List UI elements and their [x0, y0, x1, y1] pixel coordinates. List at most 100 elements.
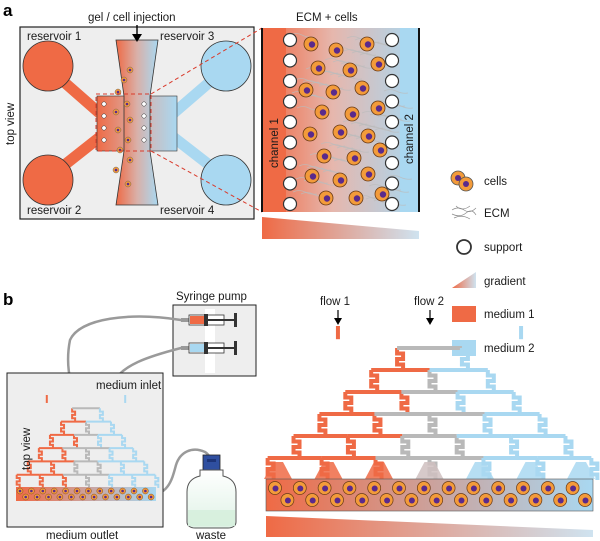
small-chamber-cell-nucleus: [81, 495, 84, 499]
cell-nucleus: [365, 133, 373, 140]
small-chamber-cell-nucleus: [64, 489, 67, 493]
tree-serpentine: [537, 414, 548, 436]
zoom-line-bottom: [150, 150, 263, 213]
support-post-left: [282, 114, 298, 130]
reservoir-4-label: reservoir 4: [160, 205, 215, 217]
chamber-cell-nucleus: [334, 497, 341, 504]
support-post-right: [384, 94, 400, 109]
cell-nucleus: [307, 131, 315, 138]
tree-serpentine: [459, 348, 470, 370]
tree-serpentine: [399, 392, 410, 414]
cell-nucleus: [330, 89, 338, 96]
support-post-left: [282, 53, 298, 68]
chamber-cell-nucleus: [495, 485, 502, 492]
cell-nucleus: [365, 171, 373, 178]
tree-serpentine: [37, 448, 43, 462]
support-post-right: [384, 176, 400, 191]
cell-nucleus: [351, 155, 359, 162]
cell-nucleus: [364, 41, 372, 48]
reservoir-1-label: reservoir 1: [27, 31, 81, 43]
support-post-left: [282, 155, 298, 171]
small-chamber-cell-nucleus: [18, 489, 22, 493]
tree-serpentine: [108, 474, 114, 488]
chip-a: [19, 26, 255, 220]
tree-serpentine: [345, 436, 356, 458]
legend-medium2-label: medium 2: [484, 343, 535, 355]
medium-inlet-label: medium inlet: [96, 380, 162, 392]
legend-cells-label: cells: [484, 176, 507, 188]
chamber-cell-nucleus: [458, 497, 465, 504]
tree-serpentine: [85, 448, 90, 462]
small-chamber-cell-nucleus: [109, 489, 113, 493]
zoomed-chamber: [261, 28, 420, 212]
tree-serpentine: [509, 436, 520, 458]
ecm-fiber: [294, 78, 320, 83]
cell-nucleus: [353, 195, 361, 202]
support-post-left: [282, 94, 298, 109]
chamber-cell-nucleus: [446, 485, 453, 492]
cell-nucleus: [375, 61, 383, 68]
cell-nucleus: [315, 65, 323, 72]
tree-serpentine: [563, 436, 574, 458]
tree-serpentine: [317, 414, 328, 436]
tree-serpentine: [38, 474, 44, 488]
tree-serpentine: [61, 474, 67, 488]
reservoir-3-well: [200, 40, 252, 92]
tree-serpentine: [60, 421, 66, 435]
mini-cell-nucleus: [122, 78, 126, 82]
chamber-cell-nucleus: [557, 497, 564, 504]
flow-arrows: [334, 310, 434, 325]
cell-nucleus: [377, 147, 385, 154]
support-post-left: [282, 135, 298, 150]
tree-serpentine: [98, 408, 104, 422]
chamber-cell-nucleus: [582, 497, 589, 504]
support-post-right: [384, 114, 400, 130]
medium1-swatch: [452, 306, 476, 322]
medium2-swatch: [452, 340, 476, 356]
ecm-icon: [451, 205, 477, 220]
tree-serpentine: [121, 434, 127, 449]
tree-serpentine: [73, 461, 79, 475]
legend-support-label: support: [484, 242, 523, 254]
panel-b-letter: b: [3, 290, 13, 309]
cell-nucleus: [359, 85, 367, 92]
support-post-right: [384, 196, 400, 212]
ecm-fiber: [320, 142, 346, 147]
cell-nucleus: [375, 105, 383, 112]
mini-support-post: [101, 113, 107, 119]
tree-serpentine: [132, 448, 138, 462]
tree-serpentine: [511, 392, 522, 414]
gradient-wedge-a: [262, 217, 419, 239]
mini-cell-nucleus: [128, 68, 132, 72]
legend: cells ECM support gradient medium 1 medi…: [450, 170, 535, 356]
syringe-pump-label: Syringe pump: [176, 291, 247, 303]
support-post-right: [384, 32, 400, 48]
tree-serpentine: [395, 348, 406, 370]
legend-gradient-label: gradient: [484, 276, 526, 288]
tree-funnel: [415, 462, 444, 479]
chamber-cell-nucleus: [371, 485, 378, 492]
cell-nucleus: [321, 153, 329, 160]
tree-serpentine: [71, 408, 77, 422]
chamber-cell-nucleus: [483, 497, 490, 504]
tree-serpentine: [50, 461, 56, 475]
chamber-cell-nucleus: [508, 497, 515, 504]
chamber-cells: [268, 481, 592, 507]
chamber-cell-nucleus: [470, 485, 477, 492]
tree-serpentine: [291, 436, 302, 458]
chamber-cell-nucleus: [433, 497, 440, 504]
cells-icon: [450, 170, 474, 192]
cell-nucleus: [319, 109, 327, 116]
chamber-cell-nucleus: [309, 497, 316, 504]
chamber-cell-nucleus: [408, 497, 415, 504]
support-post-left: [282, 176, 298, 191]
mini-support-post: [141, 125, 147, 131]
chamber-cell-nucleus: [421, 485, 428, 492]
small-chamber-cell-nucleus: [138, 495, 141, 499]
tree-serpentine: [48, 434, 54, 449]
ecm-fiber: [292, 190, 318, 195]
zoom-cells: [298, 36, 390, 206]
injection-arrow: [132, 25, 142, 42]
mini-support-post: [141, 101, 147, 107]
cell-nucleus: [308, 41, 316, 48]
